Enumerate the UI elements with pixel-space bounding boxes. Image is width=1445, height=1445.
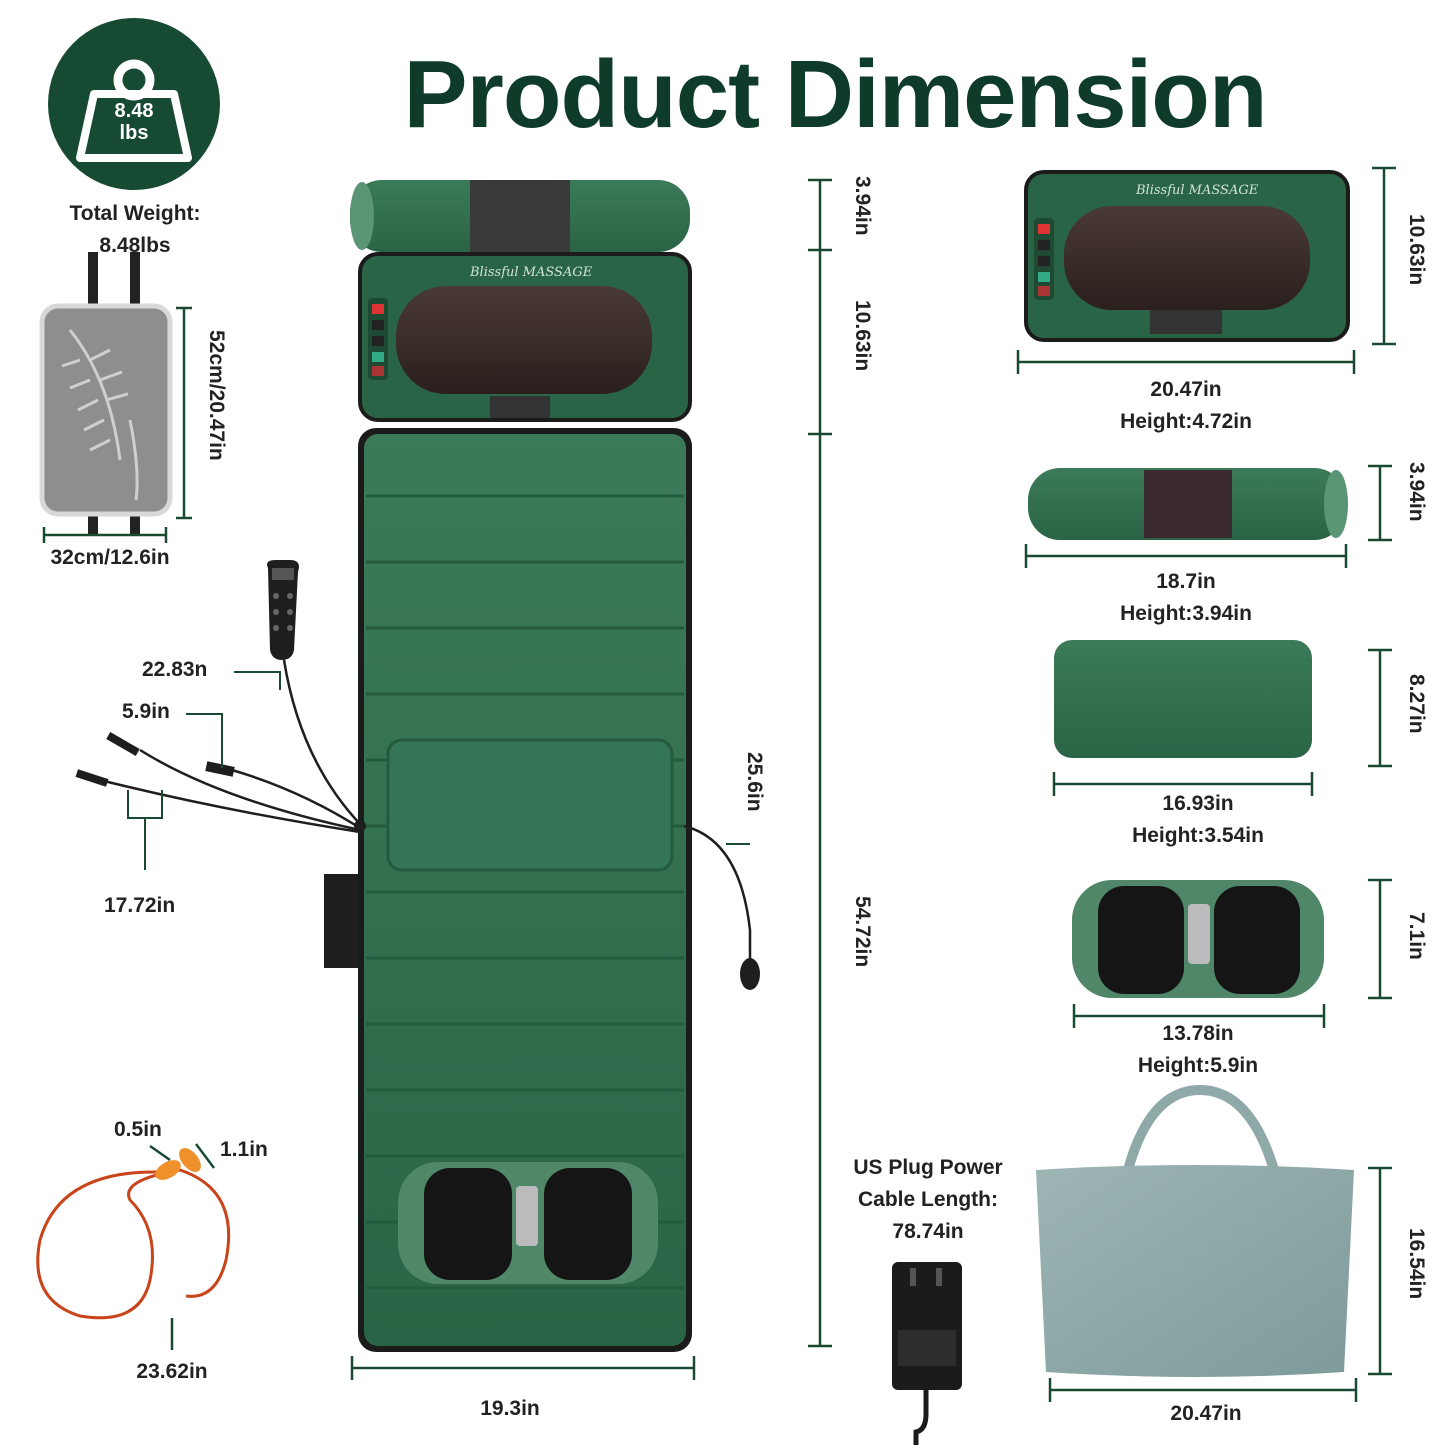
power-adapter-line1: US Plug Power: [853, 1156, 1003, 1179]
ear-plug-cord-label: 23.62in: [136, 1360, 208, 1383]
pillow-width-label: 18.7in: [1156, 570, 1216, 593]
long-cable-label: 17.72in: [104, 894, 176, 917]
controller-cable-label: 22.83n: [142, 658, 208, 681]
pillow-depth-label: 3.94in: [1405, 462, 1428, 522]
weight-unit: lbs: [119, 122, 149, 144]
lumbar-pad-height-label: Height:3.54in: [1132, 824, 1264, 847]
neck-massager-depth-label: 10.63in: [1405, 214, 1428, 286]
power-adapter: [892, 1262, 962, 1445]
foot-massager-width-label: 13.78in: [1162, 1022, 1234, 1045]
weight-icon: [76, 59, 192, 162]
short-cable-label: 5.9in: [122, 700, 170, 723]
weight-badge: 8.48 lbs: [48, 18, 220, 190]
mat-pillow-height-label: 3.94in: [851, 176, 874, 236]
foot-massager-depth-label: 7.1in: [1405, 912, 1428, 960]
neck-massager: [1024, 170, 1350, 342]
power-cables: [99, 659, 752, 968]
lumbar-pad-depth-label: 8.27in: [1405, 674, 1428, 734]
ear-plug-length-label: 0.5in: [114, 1118, 162, 1141]
pillow: [1028, 468, 1348, 540]
foot-massager: [1072, 880, 1324, 998]
massage-mat: [324, 428, 692, 1352]
weight-value: 8.48: [114, 100, 154, 122]
pillow-height-label: Height:3.94in: [1120, 602, 1252, 625]
neck-massager-height-label: Height:4.72in: [1120, 410, 1252, 433]
power-adapter-line3: 78.74in: [892, 1220, 964, 1243]
ear-plug-width-label: 1.1in: [220, 1138, 268, 1161]
heating-pad-width-label: 32cm/12.6in: [50, 546, 170, 569]
brand-logo: Blissful MASSAGE: [469, 265, 593, 280]
air-pump-bulb: [740, 958, 760, 990]
foot-massager-height-label: Height:5.9in: [1137, 1054, 1259, 1077]
neck-massager-width-label: 20.47in: [1150, 378, 1222, 401]
total-weight-value: 8.48lbs: [99, 234, 171, 257]
mat-neck-massager: [358, 252, 692, 422]
ear-plugs: [36, 1148, 231, 1320]
heating-pad-height-label: 52cm/20.47in: [205, 330, 228, 461]
lumbar-pad: [1054, 640, 1312, 758]
storage-bag-height-label: 16.54in: [1405, 1228, 1428, 1300]
remote-controller: [267, 560, 299, 660]
page-title: Product Dimension: [403, 41, 1267, 148]
storage-bag: [1036, 1084, 1354, 1377]
mat-pillow: [350, 180, 690, 252]
total-weight-label: Total Weight:: [69, 202, 201, 225]
lumbar-pad-width-label: 16.93in: [1162, 792, 1234, 815]
pump-tube-label: 25.6in: [743, 752, 766, 812]
heating-pad: [39, 252, 173, 534]
neck-massager-logo: Blissful MASSAGE: [1135, 183, 1259, 198]
mat-width-label: 19.3in: [480, 1397, 540, 1420]
storage-bag-width-label: 20.47in: [1170, 1402, 1242, 1425]
power-adapter-line2: Cable Length:: [858, 1188, 998, 1211]
mat-neck-height-label: 10.63in: [851, 300, 874, 372]
mat-body-length-label: 54.72in: [851, 896, 874, 968]
